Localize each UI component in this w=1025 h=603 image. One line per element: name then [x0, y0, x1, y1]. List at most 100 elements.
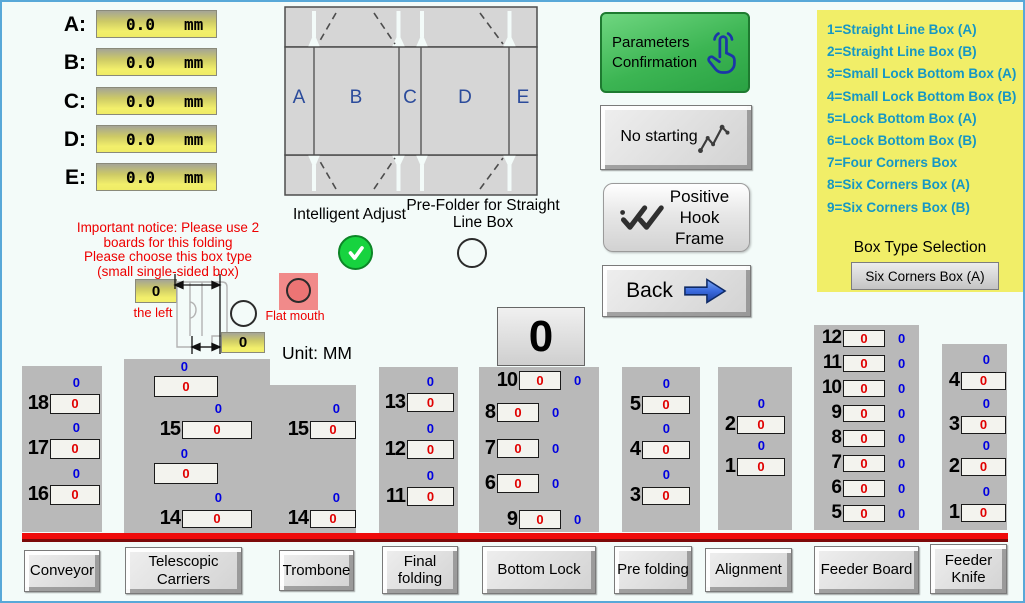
param-input[interactable]: 0 [310, 420, 356, 439]
positive-hook-frame-button[interactable]: Positive Hook Frame [603, 183, 750, 252]
legend-item-2: 2=Straight Line Box (B) [827, 44, 977, 60]
param-input[interactable]: 0 [154, 376, 218, 397]
param-input[interactable]: 0 [407, 393, 454, 412]
final-folding-button[interactable]: Final folding [382, 546, 458, 594]
dim-value-b: 0.0 [126, 52, 155, 72]
param-input[interactable]: 0 [961, 371, 1006, 390]
left-offset-input[interactable]: 0 [135, 279, 177, 303]
param-row-11: 11 0 0 [816, 352, 905, 374]
diagram-letter-d: D [458, 87, 472, 108]
param-input[interactable]: 0 [961, 415, 1006, 434]
param-label: 18 [27, 392, 49, 414]
param-aux: 0 [552, 476, 560, 491]
param-aux: 0 [898, 355, 906, 371]
param-input[interactable]: 0 [737, 415, 785, 434]
hand-tap-icon [707, 31, 737, 74]
param-row: 0 0 [154, 446, 218, 484]
flat-mouth-lamp [286, 278, 311, 303]
bottom-offset-input[interactable]: 0 [221, 332, 265, 353]
no-starting-button[interactable]: No starting [600, 105, 752, 170]
param-input[interactable]: 0 [154, 463, 218, 484]
flat-mouth-indicator[interactable] [279, 273, 318, 310]
unit-label: Unit: MM [282, 343, 352, 363]
param-input[interactable]: 0 [843, 479, 885, 497]
param-aux: 0 [426, 421, 434, 436]
diagram-letter-c: C [403, 87, 417, 108]
dim-value-e: 0.0 [126, 167, 155, 187]
prefolder-toggle[interactable] [457, 238, 487, 268]
alignment-button[interactable]: Alignment [705, 548, 792, 592]
back-button[interactable]: Back [602, 265, 751, 317]
conveyor-button[interactable]: Conveyor [24, 550, 100, 592]
trombone-panel: 15 0 0 14 0 0 [270, 385, 356, 537]
param-label: 5 [831, 502, 842, 523]
telescopic-carriers-button[interactable]: Telescopic Carriers [125, 547, 242, 594]
box-type-selected-button[interactable]: Six Corners Box (A) [851, 262, 999, 290]
fold-option-toggle[interactable] [230, 300, 257, 327]
bottom-lock-button[interactable]: Bottom Lock [482, 546, 596, 594]
param-input[interactable]: 0 [497, 474, 539, 493]
dim-input-c[interactable]: 0.0 mm [96, 87, 217, 115]
prefolder-label: Pre-Folder for Straight Line Box [406, 197, 560, 231]
param-input[interactable]: 0 [407, 440, 454, 459]
param-input[interactable]: 0 [843, 354, 885, 372]
param-input[interactable]: 0 [843, 429, 885, 447]
telescopic-carriers-panel: 0 0 15 0 0 0 0 14 0 0 [124, 359, 270, 537]
dim-input-e[interactable]: 0.0 mm [96, 163, 217, 191]
param-input[interactable]: 0 [182, 509, 252, 528]
param-input[interactable]: 0 [642, 440, 690, 459]
param-input[interactable]: 0 [737, 457, 785, 476]
param-input[interactable]: 0 [50, 393, 100, 414]
bottom-offset-value: 0 [238, 334, 248, 351]
legend-item-4: 4=Small Lock Bottom Box (B) [827, 88, 1017, 104]
param-input[interactable]: 0 [407, 487, 454, 506]
dim-unit-c: mm [184, 91, 204, 111]
param-row-6: 6 0 0 [816, 477, 905, 499]
param-input[interactable]: 0 [50, 438, 100, 459]
param-input[interactable]: 0 [843, 379, 885, 397]
param-aux: 0 [574, 373, 582, 388]
param-row-8: 8 0 0 [816, 427, 905, 449]
param-input[interactable]: 0 [182, 420, 252, 439]
dim-input-b[interactable]: 0.0 mm [96, 48, 217, 76]
trombone-button[interactable]: Trombone [279, 550, 354, 591]
parameters-confirmation-button[interactable]: Parameters Confirmation [600, 12, 750, 93]
param-row: 0 0 [154, 359, 218, 397]
param-input[interactable]: 0 [50, 484, 100, 505]
param-label: 13 [384, 391, 406, 413]
feeder-board-button[interactable]: Feeder Board [814, 546, 919, 594]
param-input[interactable]: 0 [642, 486, 690, 505]
legend-item-5: 5=Lock Bottom Box (A) [827, 110, 977, 126]
legend-item-8: 8=Six Corners Box (A) [827, 177, 970, 193]
param-input[interactable]: 0 [642, 395, 690, 414]
param-input[interactable]: 0 [961, 503, 1006, 522]
param-row-1: 1 0 0 [944, 484, 1006, 524]
dim-label-e: E: [65, 166, 86, 189]
param-input[interactable]: 0 [843, 454, 885, 472]
dim-input-d[interactable]: 0.0 mm [96, 125, 217, 153]
param-aux: 0 [662, 376, 670, 391]
param-input[interactable]: 0 [310, 509, 356, 528]
intelligent-adjust-toggle[interactable] [338, 235, 373, 270]
param-aux: 0 [982, 396, 990, 411]
param-input[interactable]: 0 [843, 329, 885, 347]
param-row-18: 18 0 0 [24, 375, 100, 415]
param-label: 3 [948, 413, 960, 435]
param-input[interactable]: 0 [497, 403, 539, 422]
param-input[interactable]: 0 [519, 510, 561, 529]
pre-folding-panel: 5 0 0 4 0 0 3 0 0 [622, 367, 700, 532]
param-input[interactable]: 0 [497, 439, 539, 458]
param-input[interactable]: 0 [519, 371, 561, 390]
param-aux: 0 [72, 375, 80, 390]
diagram-letter-e: E [517, 87, 530, 108]
dim-input-a[interactable]: 0.0 mm [96, 10, 217, 38]
param-label: 16 [27, 483, 49, 505]
param-aux: 0 [757, 396, 765, 411]
dim-unit-e: mm [184, 167, 204, 187]
param-input[interactable]: 0 [843, 404, 885, 422]
polyline-nodes-icon [697, 124, 730, 153]
feeder-knife-button[interactable]: Feeder Knife [930, 544, 1007, 594]
param-input[interactable]: 0 [843, 504, 885, 522]
param-input[interactable]: 0 [961, 457, 1006, 476]
pre-folding-button[interactable]: Pre folding [614, 546, 692, 594]
